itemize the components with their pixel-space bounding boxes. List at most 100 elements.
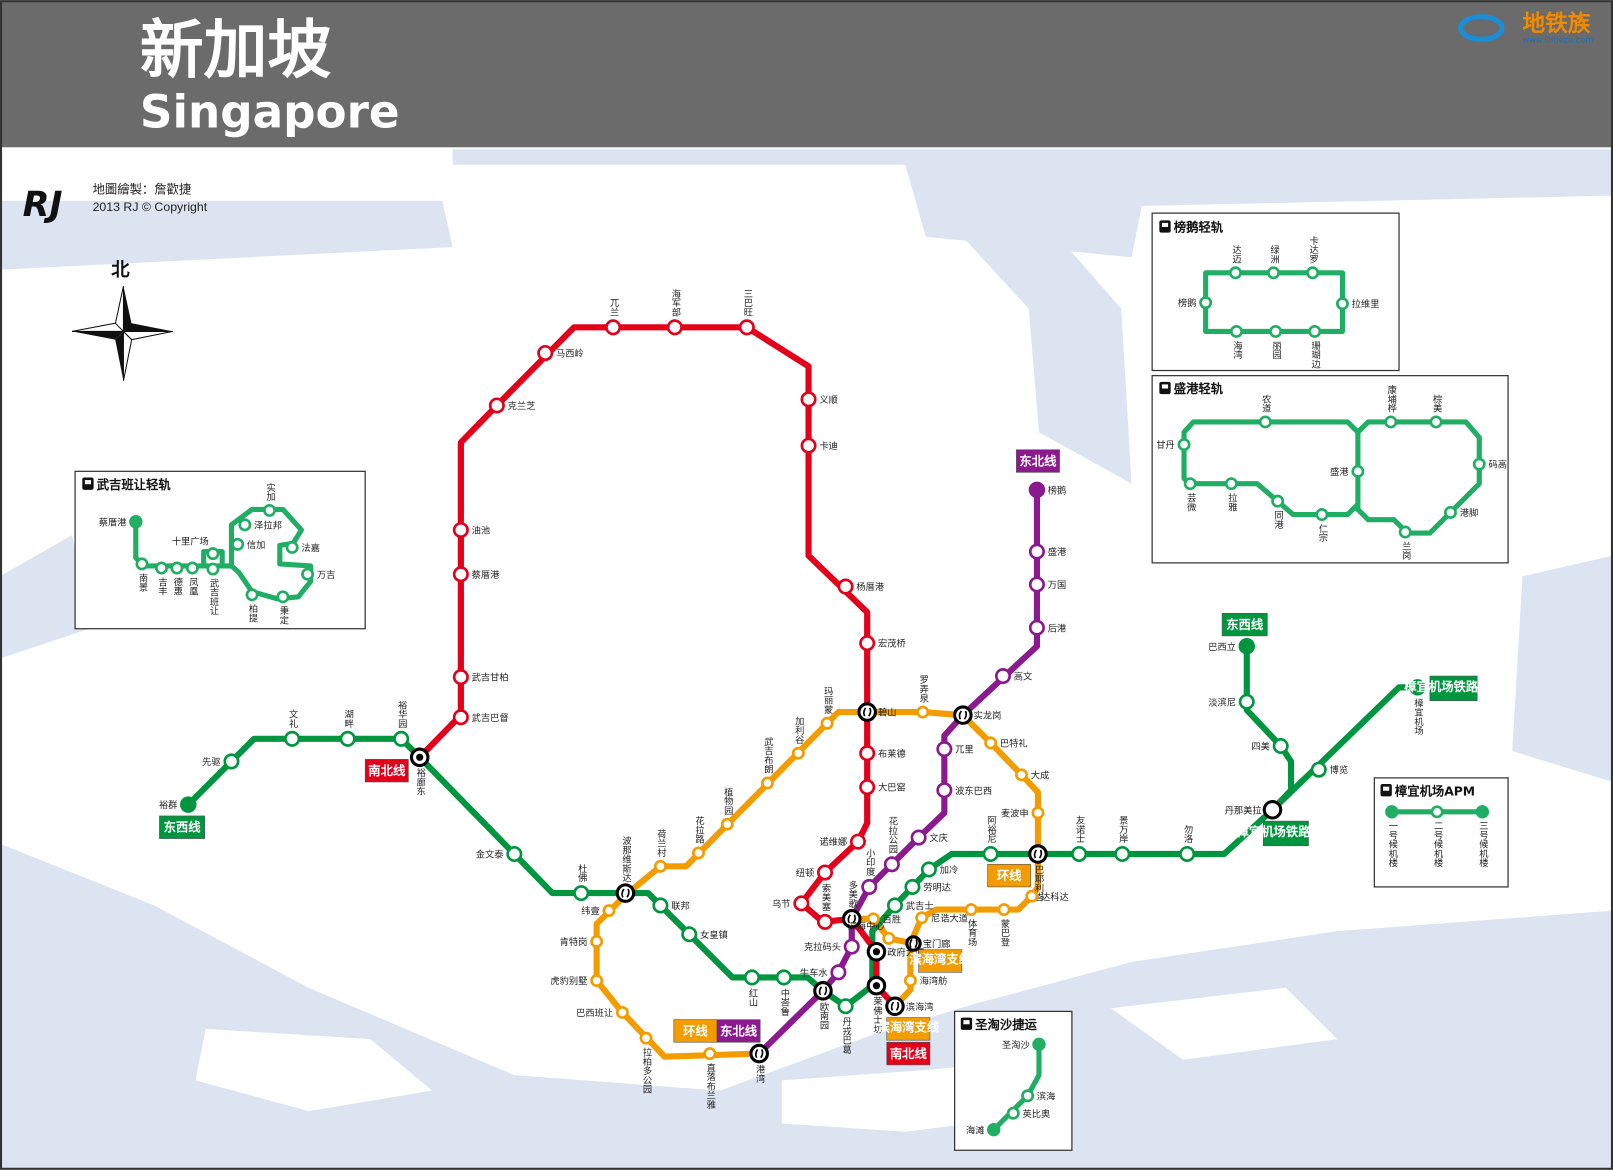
- station[interactable]: 泽拉邦: [238, 518, 282, 531]
- station[interactable]: 杨厝港: [837, 578, 885, 595]
- station[interactable]: 蔡厝港: [99, 515, 143, 529]
- station[interactable]: 加利谷: [791, 716, 805, 760]
- station[interactable]: 虎豹别墅: [550, 974, 604, 987]
- station[interactable]: 波那维斯达: [615, 835, 636, 903]
- station[interactable]: 丹那美拉: [1225, 799, 1283, 820]
- station[interactable]: 文礼: [284, 709, 301, 747]
- station[interactable]: 加冷: [920, 861, 958, 878]
- station[interactable]: 布莱德: [859, 745, 906, 762]
- site-logo[interactable]: 地铁族 www.Ditiezu.com: [1458, 10, 1594, 44]
- station[interactable]: 乌节: [772, 895, 810, 912]
- station[interactable]: 小印度: [861, 848, 878, 895]
- station[interactable]: 文庆: [910, 829, 948, 846]
- station[interactable]: 港湾: [749, 1043, 769, 1084]
- station[interactable]: 康埔桦: [1384, 384, 1398, 429]
- station[interactable]: 花拉公园: [883, 816, 900, 873]
- station[interactable]: 裕廊东: [409, 747, 430, 796]
- station[interactable]: 博览: [1310, 761, 1348, 778]
- station[interactable]: 圣淘沙: [1002, 1037, 1046, 1052]
- station[interactable]: 诺维娜: [819, 833, 866, 850]
- station[interactable]: 尼诰大道: [915, 911, 968, 924]
- station[interactable]: 大成: [1015, 768, 1049, 781]
- station[interactable]: 兀兰: [605, 298, 622, 336]
- station[interactable]: 榜鹅: [1028, 481, 1067, 499]
- station[interactable]: 海湾舫: [903, 974, 947, 987]
- station[interactable]: 植物园: [720, 786, 734, 831]
- station[interactable]: 纬壹: [581, 904, 616, 917]
- station[interactable]: 卡达罗: [1306, 235, 1320, 280]
- station[interactable]: 蔡厝港: [452, 566, 500, 583]
- station[interactable]: 巴特礼: [984, 736, 1028, 750]
- station[interactable]: 荷兰村: [653, 829, 667, 873]
- station[interactable]: 索美塞: [816, 882, 834, 930]
- station[interactable]: 同港: [1271, 494, 1285, 529]
- station[interactable]: 三巴旺: [738, 289, 755, 336]
- station[interactable]: 景万岸: [1114, 815, 1131, 863]
- station[interactable]: 万国: [1028, 576, 1066, 593]
- station[interactable]: 海军部: [666, 288, 683, 336]
- station[interactable]: 玛丽蒙: [820, 686, 834, 730]
- station[interactable]: 牛车水: [800, 964, 847, 981]
- station[interactable]: 二号候机楼: [1430, 805, 1444, 869]
- station[interactable]: 海湾: [1230, 324, 1243, 360]
- station[interactable]: 油池: [452, 521, 490, 538]
- station[interactable]: 棕美: [1429, 393, 1443, 429]
- station[interactable]: 武吉甘柏: [452, 669, 509, 686]
- station[interactable]: 巴西班让: [576, 1005, 629, 1019]
- station[interactable]: 女皇镇: [681, 926, 728, 943]
- station[interactable]: 兰岗: [1398, 525, 1412, 560]
- station[interactable]: 拉维里: [1335, 297, 1379, 310]
- station[interactable]: 后港: [1028, 619, 1067, 636]
- station[interactable]: 联邦: [652, 897, 690, 914]
- station[interactable]: 武吉巴督: [452, 709, 509, 726]
- station[interactable]: 高文: [994, 668, 1032, 685]
- station[interactable]: 体育场: [964, 903, 978, 947]
- station[interactable]: 四美: [1251, 737, 1289, 755]
- station[interactable]: 杜佛: [573, 863, 590, 902]
- station[interactable]: 实龙岗: [953, 705, 1002, 725]
- station[interactable]: 吉丰: [155, 561, 168, 597]
- station[interactable]: 先驱: [202, 753, 240, 770]
- station[interactable]: 凤凰: [185, 561, 199, 597]
- station[interactable]: 珊瑚边: [1308, 324, 1322, 369]
- station[interactable]: 克兰芝: [488, 397, 535, 414]
- station[interactable]: 南景: [135, 557, 149, 592]
- station[interactable]: 滨海中心: [848, 920, 896, 945]
- station[interactable]: 英比奥: [1006, 1106, 1050, 1120]
- station[interactable]: 宝门廊: [905, 935, 951, 952]
- station[interactable]: 劳明达: [904, 878, 951, 895]
- station[interactable]: 阿裕尼: [982, 815, 999, 863]
- station[interactable]: 榜鹅: [1178, 296, 1213, 309]
- station[interactable]: 巴西立: [1208, 637, 1256, 655]
- station[interactable]: 义顺: [800, 391, 838, 408]
- station[interactable]: 实加: [263, 482, 276, 517]
- station[interactable]: 海滩: [966, 1123, 1001, 1137]
- station[interactable]: 蒙巴登: [997, 903, 1011, 947]
- station[interactable]: 宏茂桥: [859, 635, 906, 652]
- station[interactable]: 百胜: [866, 912, 901, 926]
- station[interactable]: 大巴窑: [859, 779, 906, 796]
- station[interactable]: 农道: [1258, 393, 1272, 429]
- station[interactable]: 十里广场: [172, 535, 220, 561]
- station[interactable]: 三号候机楼: [1475, 805, 1490, 868]
- station[interactable]: 达迈: [1228, 244, 1242, 280]
- station[interactable]: 樟宜机场: [1409, 679, 1426, 736]
- station[interactable]: 莱佛士坊: [866, 975, 887, 1034]
- station[interactable]: 武吉班让: [206, 562, 220, 615]
- station[interactable]: 法嘉: [285, 540, 320, 554]
- station[interactable]: 中峇鲁: [775, 969, 792, 1016]
- station[interactable]: 德惠: [170, 561, 184, 596]
- station[interactable]: 罗弄泉: [916, 675, 930, 719]
- station[interactable]: 金文泰: [476, 845, 523, 863]
- station[interactable]: 裕群: [159, 796, 197, 813]
- station[interactable]: 红山: [743, 969, 761, 1007]
- station[interactable]: 勿洛: [1179, 824, 1196, 863]
- station[interactable]: 多美歌: [841, 879, 862, 929]
- station[interactable]: 芸微: [1183, 477, 1197, 513]
- station[interactable]: 纽顿: [796, 864, 834, 881]
- station[interactable]: 直落布兰雅: [703, 1047, 717, 1110]
- station[interactable]: 肯特岗: [560, 934, 604, 948]
- station[interactable]: 碧山: [857, 702, 897, 722]
- station[interactable]: 裕华园: [393, 699, 410, 747]
- station[interactable]: 信加: [231, 537, 265, 551]
